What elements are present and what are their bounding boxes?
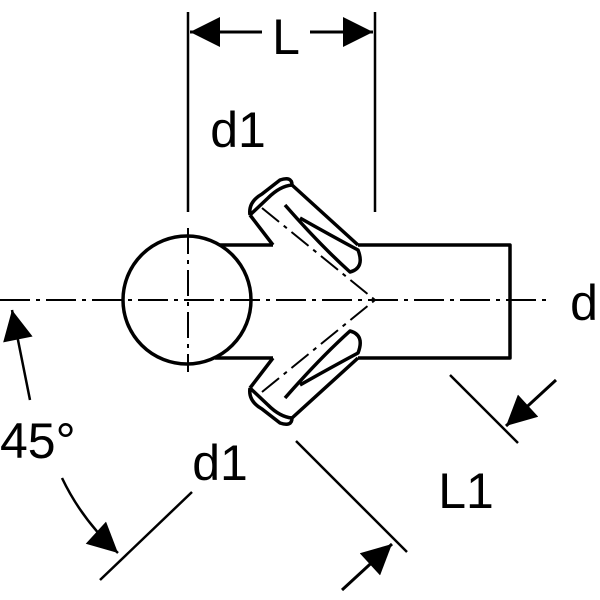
branch-lower-axis (261, 299, 376, 393)
angle-arc-lower (60, 477, 119, 554)
branch-upper-axis (261, 207, 376, 301)
fitting-body (121, 177, 512, 426)
branch-lower-end (248, 386, 294, 426)
dimension-branch-length: L1 (295, 374, 558, 592)
center-lines (0, 207, 548, 393)
branch-lower-outline (248, 356, 360, 420)
dimension-length: L (186, 8, 377, 212)
branch-length-label: L1 (438, 463, 494, 519)
extension-line-l1-lower (295, 440, 408, 553)
branch-upper-end (248, 177, 294, 217)
dimension-angle: 45° (0, 309, 119, 554)
dimension-arrow-l1-upper (504, 378, 558, 428)
main-pipe-outline (215, 243, 512, 360)
branch-diameter-label-bottom: d1 (192, 435, 248, 491)
angle-label: 45° (0, 413, 76, 469)
angle-reference-line (99, 491, 193, 581)
branch-lower-socket (283, 329, 362, 400)
main-diameter-label: d (570, 275, 598, 331)
branch-diameter-label-top: d1 (210, 102, 266, 158)
dimension-arrow-l1-lower (340, 542, 394, 592)
branch-upper-outline (248, 183, 360, 247)
extension-line-l1-upper (449, 374, 519, 444)
branch-upper-socket (283, 203, 362, 274)
length-label: L (272, 9, 300, 65)
angle-arc-upper (3, 309, 33, 401)
